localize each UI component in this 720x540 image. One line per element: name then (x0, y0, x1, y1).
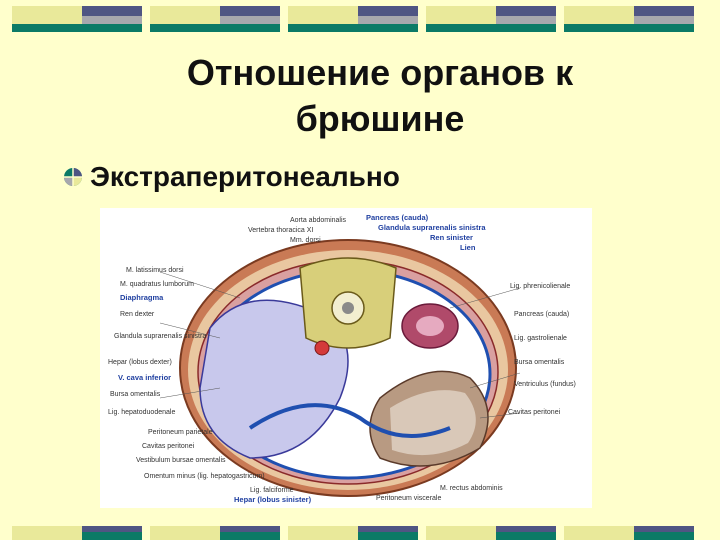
label-bottom-1: Hepar (lobus sinister) (234, 495, 312, 504)
deco-block (426, 526, 556, 540)
label-left-8: Lig. hepatoduodenale (108, 409, 175, 416)
bullet-text: Экстраперитонеально (90, 160, 400, 194)
label-left-9: Peritoneum parietale (148, 429, 213, 436)
deco-block (426, 6, 556, 34)
label-bottom-2: M. rectus abdominis (440, 485, 503, 492)
deco-block (12, 6, 142, 34)
deco-block (564, 526, 694, 540)
bottom-decorative-bar (0, 520, 720, 540)
label-bottom-0: Lig. falciforme (250, 487, 294, 494)
label-lien: Lien (460, 243, 476, 252)
label-left-1: M. quadratus lumborum (120, 281, 194, 288)
label-left-6: V. cava inferior (118, 373, 171, 382)
label-pancreas-top: Pancreas (cauda) (366, 213, 429, 222)
anatomy-figure: Aorta abdominalis Vertebra thoracica XI … (100, 208, 592, 508)
label-bottom-3: Peritoneum viscerale (376, 495, 441, 502)
top-decorative-bar (0, 0, 720, 34)
slide-title: Отношение органов к брюшине (90, 50, 670, 142)
label-left-10: Cavitas peritonei (142, 443, 195, 450)
label-right-5: Cavitas peritonei (508, 409, 561, 416)
slide-title-line-1: Отношение органов к (90, 50, 670, 96)
label-left-3: Ren dexter (120, 311, 155, 318)
label-glandula-top: Glandula suprarenalis sinistra (378, 223, 486, 232)
label-left-7: Bursa omentalis (110, 391, 161, 398)
deco-block (288, 6, 418, 34)
label-left-0: M. latissimus dorsi (126, 267, 184, 274)
label-right-2: Lig. gastrolienale (514, 335, 567, 342)
label-ren-sinister: Ren sinister (430, 233, 473, 242)
label-right-3: Bursa omentalis (514, 359, 565, 366)
deco-block (150, 6, 280, 34)
slide-title-line-2: брюшине (90, 96, 670, 142)
label-left-12: Omentum minus (lig. hepatogastricum) (144, 473, 265, 480)
label-left-4: Glandula suprarenalis sinistra (114, 333, 206, 340)
abdomen-cross-section-illustration: Aorta abdominalis Vertebra thoracica XI … (100, 208, 592, 508)
label-left-5: Hepar (lobus dexter) (108, 359, 172, 366)
label-right-4: Ventriculus (fundus) (514, 381, 576, 388)
bullet-pie-icon (62, 166, 84, 188)
label-aorta-abdominalis: Aorta abdominalis (290, 217, 347, 224)
label-vertebra: Vertebra thoracica XI (248, 227, 313, 234)
label-mm-dorsi: Mm. dorsi (290, 237, 321, 244)
label-left-11: Vestibulum bursae omentalis (136, 457, 226, 464)
deco-block (564, 6, 694, 34)
label-right-1: Pancreas (cauda) (514, 311, 569, 318)
deco-block (150, 526, 280, 540)
label-right-0: Lig. phrenicolienale (510, 283, 570, 290)
deco-block (12, 526, 142, 540)
deco-block (288, 526, 418, 540)
label-left-2: Diaphragma (120, 293, 164, 302)
